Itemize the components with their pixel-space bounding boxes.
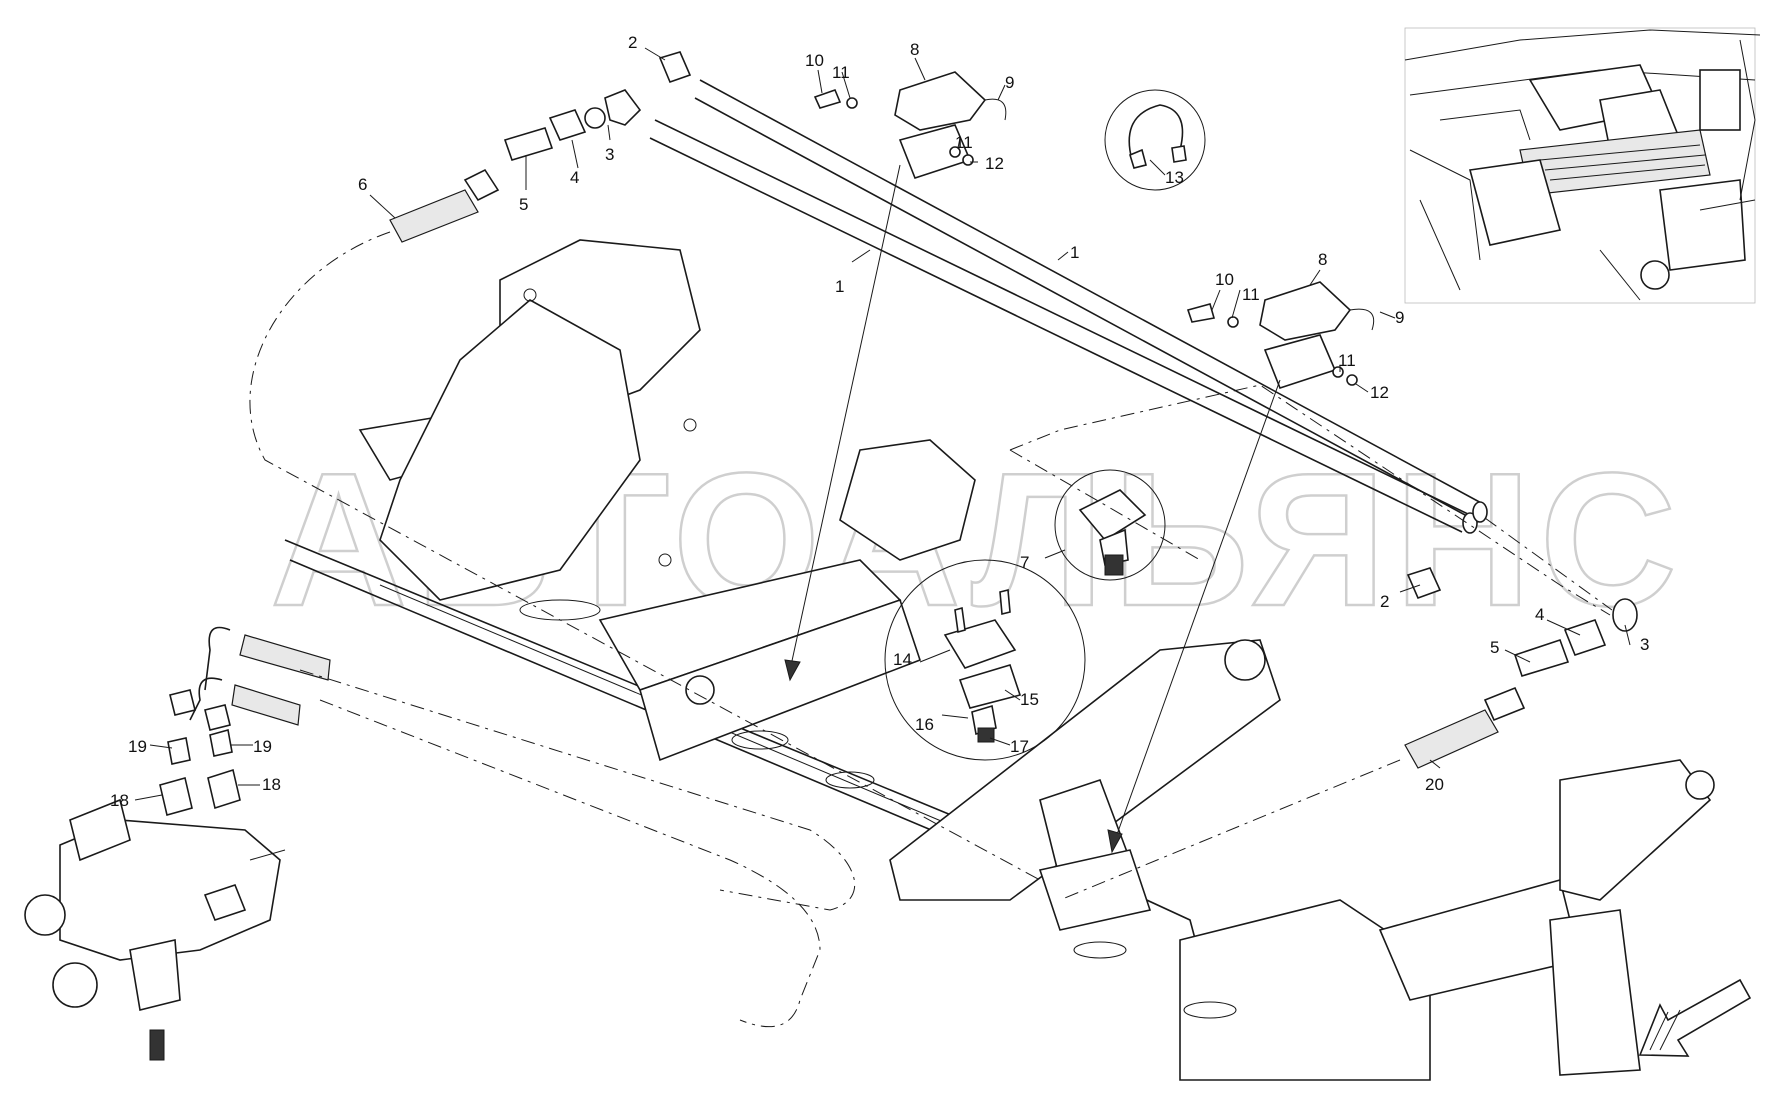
o-ring-3a xyxy=(584,107,606,129)
coupling-4a xyxy=(548,109,587,141)
callout-9: 9 xyxy=(1395,308,1404,327)
callout-9: 9 xyxy=(1005,73,1014,92)
direction-arrow-icon xyxy=(1638,978,1752,1057)
tube-end-right xyxy=(1472,501,1488,523)
callout-1: 1 xyxy=(1070,243,1079,262)
callout-19: 19 xyxy=(253,737,272,756)
callout-15: 15 xyxy=(1020,690,1039,709)
callout-12: 12 xyxy=(985,154,1004,173)
nipple-5a xyxy=(503,127,554,161)
pressure-gauge-icon xyxy=(24,894,66,936)
hose-sleeve-6 xyxy=(389,189,479,243)
callout-19: 19 xyxy=(128,737,147,756)
callout-labels: 2 10 11 8 9 11 12 13 3 4 5 6 1 1 10 11 8… xyxy=(110,33,1649,810)
callout-14: 14 xyxy=(893,650,912,669)
top-left-fitting-group xyxy=(389,51,692,243)
callout-20: 20 xyxy=(1425,775,1444,794)
routing-dashed-lines xyxy=(249,231,1613,1028)
callout-8: 8 xyxy=(910,40,919,59)
leader-arrows xyxy=(784,164,1281,854)
callout-17: 17 xyxy=(1010,737,1029,756)
callout-2: 2 xyxy=(628,33,637,52)
elbow-3a xyxy=(604,89,642,126)
callout-11: 11 xyxy=(832,63,850,82)
clamp-13-detail xyxy=(1104,89,1206,191)
callout-10: 10 xyxy=(1215,270,1234,289)
callout-11: 11 xyxy=(1338,351,1356,370)
chassis-frame xyxy=(284,239,1715,1081)
callout-leaders xyxy=(134,47,1631,801)
callout-7: 7 xyxy=(1020,553,1029,572)
callout-3: 3 xyxy=(1640,635,1649,654)
callout-5: 5 xyxy=(519,195,528,214)
hydraulic-tubes xyxy=(649,79,1488,534)
callout-12: 12 xyxy=(1370,383,1389,402)
nut-2a xyxy=(658,51,692,84)
callout-11: 11 xyxy=(955,133,973,152)
callout-18: 18 xyxy=(110,791,129,810)
valve-block-group xyxy=(24,626,331,1061)
callout-5: 5 xyxy=(1490,638,1499,657)
clamp-set-top xyxy=(813,71,1007,179)
callout-16: 16 xyxy=(915,715,934,734)
callout-2: 2 xyxy=(1380,592,1389,611)
callout-13: 13 xyxy=(1165,168,1184,187)
callout-11: 11 xyxy=(1242,285,1260,304)
callout-18: 18 xyxy=(262,775,281,794)
callout-3: 3 xyxy=(605,145,614,164)
right-fitting-group xyxy=(1404,567,1638,769)
clamp-set-right xyxy=(1186,281,1375,389)
vehicle-locator-thumbnail xyxy=(1404,27,1761,304)
callout-10: 10 xyxy=(805,51,824,70)
callout-1: 1 xyxy=(835,277,844,296)
callout-4: 4 xyxy=(1535,605,1544,624)
callout-8: 8 xyxy=(1318,250,1327,269)
callout-6: 6 xyxy=(358,175,367,194)
clamp-7-detail xyxy=(1054,469,1166,581)
callout-4: 4 xyxy=(570,168,579,187)
